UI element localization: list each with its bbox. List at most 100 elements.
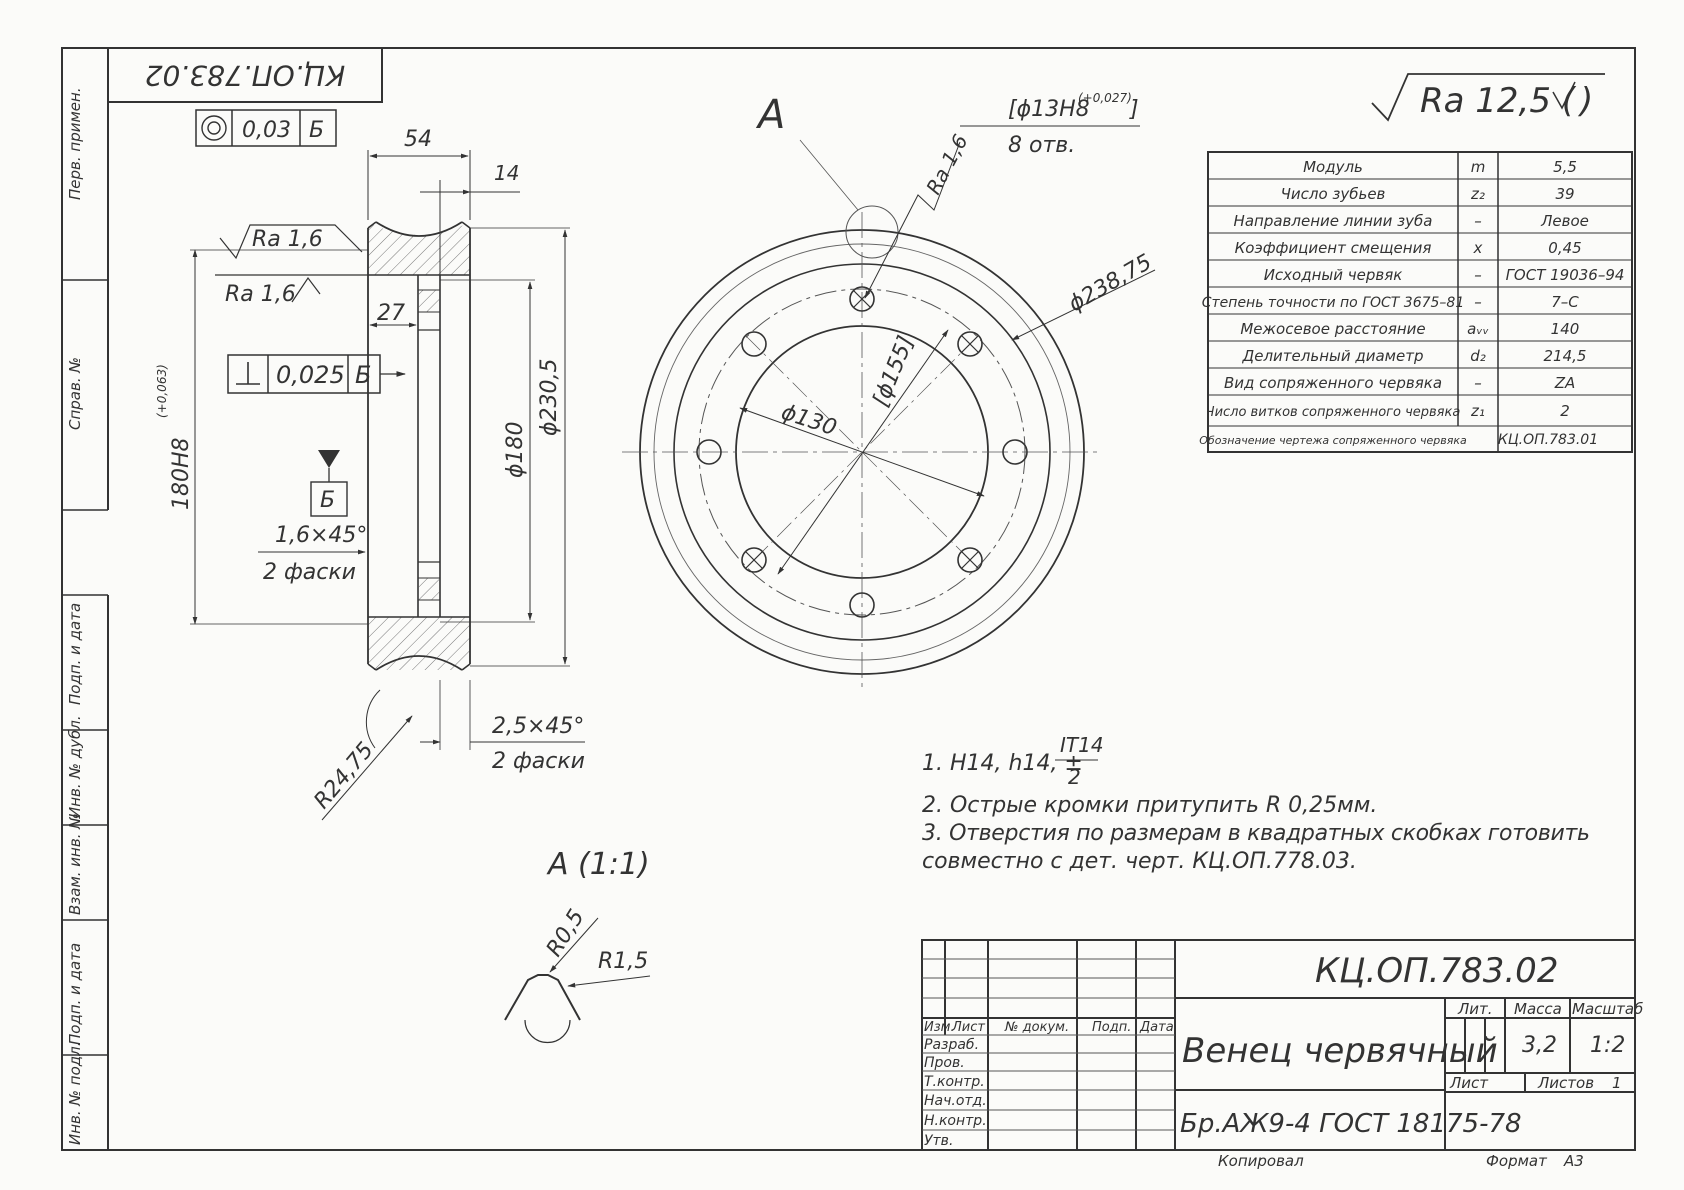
param-val: ZA	[1554, 374, 1576, 392]
general-roughness: Ra 12,5 ( )	[1371, 73, 1605, 122]
dim-180h8-tol: (+0,063)	[155, 364, 169, 418]
view-label-a: А	[755, 92, 785, 138]
param-name: Межосевое расстояние	[1240, 320, 1425, 338]
detail-a: А (1:1) R0,5 R1,5	[504, 847, 651, 1044]
svg-text:Б: Б	[355, 361, 371, 389]
param-sym: m	[1471, 158, 1486, 176]
note-1-num: IT14	[1060, 733, 1104, 757]
technical-notes: 1. H14, h14, ± IT14 2 2. Острые кромки п…	[922, 733, 1590, 874]
param-val: 2	[1560, 402, 1570, 420]
tb-lit-label: Лит.	[1457, 1000, 1493, 1018]
tb-role: Н.контр.	[924, 1113, 987, 1129]
tb-head-data: Дата	[1139, 1020, 1174, 1035]
dim-chamfer-16-note: 2 фаски	[263, 560, 356, 585]
tb-head-izm: Изм.	[924, 1020, 955, 1035]
concentricity-tolerance-frame: 0,03 Б	[195, 109, 337, 147]
sheet-frame	[61, 47, 1636, 1151]
roughness-ra16-mid: Ra 1,6	[225, 282, 296, 307]
tb-role: Утв.	[924, 1133, 953, 1149]
param-val: 5,5	[1553, 158, 1577, 176]
hole	[741, 331, 767, 357]
tb-role: Пров.	[924, 1055, 965, 1071]
hole	[849, 592, 875, 618]
top-stamp-box	[107, 47, 383, 103]
param-sym: z₁	[1470, 402, 1485, 420]
hole	[849, 286, 875, 312]
top-stamp-text: КЦ.ОП.783.02	[145, 59, 345, 92]
hole	[741, 547, 767, 573]
param-sym: d₂	[1470, 347, 1486, 365]
dim-d155: [ϕ155]	[868, 333, 919, 411]
title-block: Изм. Лист № докум. Подп. Дата Разраб. Пр…	[921, 939, 1643, 1151]
footer-format: А3	[1563, 1152, 1584, 1170]
dim-180h8: 180H8	[169, 437, 194, 510]
roughness-holes: Ra 1,6	[921, 130, 972, 198]
dim-holes-tol: (+0,027)	[1078, 91, 1132, 105]
param-name: Коэффициент смещения	[1235, 239, 1432, 257]
tb-material: Бр.АЖ9-4 ГОСТ 18175-78	[1180, 1109, 1522, 1139]
dim-54: 54	[404, 127, 432, 152]
note-1-den: 2	[1068, 765, 1081, 789]
dim-r15: R1,5	[598, 949, 648, 974]
roughness-ra16-top: Ra 1,6	[252, 227, 323, 252]
concentricity-icon	[201, 115, 227, 141]
param-name: Делительный диаметр	[1242, 347, 1424, 365]
hole	[957, 547, 983, 573]
dim-d230: ϕ230,5	[537, 359, 562, 437]
param-val: ГОСТ 19036–94	[1506, 266, 1625, 284]
tb-sheets: 1	[1612, 1074, 1622, 1092]
datum-b-symbol: Б	[310, 450, 348, 517]
svg-text:Ra 12,5 (: Ra 12,5 (	[1420, 81, 1577, 121]
param-val: 214,5	[1544, 347, 1587, 365]
param-name: Направление линии зуба	[1234, 212, 1433, 230]
tb-scale: 1:2	[1590, 1033, 1625, 1058]
param-name: Обозначение чертежа сопряженного червяка	[1199, 434, 1467, 447]
param-val: КЦ.ОП.783.01	[1498, 432, 1598, 448]
dim-d238: ϕ238,75	[1065, 250, 1157, 317]
hole	[696, 439, 722, 465]
tb-head-list: Лист	[951, 1020, 985, 1035]
param-sym: x	[1473, 239, 1483, 257]
note-3: 3. Отверстия по размерам в квадратных ск…	[922, 821, 1590, 846]
tb-role: Т.контр.	[924, 1074, 985, 1090]
param-sym: z₂	[1470, 185, 1485, 203]
param-val: 7–С	[1551, 293, 1579, 311]
tb-mass-label: Масса	[1514, 1000, 1562, 1018]
side-label-perv: Перв. примен.	[66, 87, 84, 200]
param-name: Число зубьев	[1281, 185, 1386, 203]
dim-chamfer-16: 1,6×45°	[275, 523, 367, 548]
svg-text:Б: Б	[320, 488, 335, 513]
param-sym: –	[1474, 266, 1482, 284]
dim-27: 27	[377, 301, 405, 326]
param-sym: –	[1474, 293, 1482, 311]
tb-sheets-label: Листов	[1537, 1074, 1594, 1092]
tb-mass: 3,2	[1522, 1033, 1557, 1058]
param-name: Степень точности по ГОСТ 3675–81	[1202, 295, 1465, 311]
param-sym: aᵥᵥ	[1467, 320, 1489, 338]
tb-head-doc: № докум.	[1004, 1020, 1069, 1035]
tb-head-podp: Подп.	[1092, 1020, 1131, 1035]
hole	[957, 331, 983, 357]
svg-text:): )	[1577, 81, 1593, 121]
detail-a-label: А (1:1)	[546, 847, 650, 882]
side-label-inv-dubl: Инв. № дубл.	[66, 715, 84, 818]
param-sym: –	[1474, 212, 1482, 230]
param-name: Вид сопряженного червяка	[1224, 374, 1442, 392]
param-name: Исходный червяк	[1264, 266, 1403, 284]
dim-holes: [ϕ13H8	[1008, 97, 1090, 122]
tb-doc-code: КЦ.ОП.783.02	[1315, 951, 1558, 991]
dim-chamfer-25: 2,5×45°	[492, 714, 584, 739]
dim-r2475: R24,75	[309, 738, 378, 814]
front-view: А Ra 1,6 [ϕ13H8 (+0,027) ] 8 отв. ϕ238,7…	[622, 91, 1156, 692]
side-label-inv-podl: Инв. № подл.	[66, 1042, 84, 1145]
param-val: 0,45	[1548, 239, 1581, 257]
dim-chamfer-25-note: 2 фаски	[492, 749, 585, 774]
svg-text:0,025: 0,025	[276, 361, 345, 389]
param-sym: –	[1474, 374, 1482, 392]
svg-text:Б: Б	[309, 118, 324, 143]
dim-holes-count: 8 отв.	[1008, 133, 1075, 158]
tb-part-name: Венец червячный	[1182, 1031, 1498, 1071]
note-2: 2. Острые кромки притупить R 0,25мм.	[922, 793, 1377, 818]
hole	[1002, 439, 1028, 465]
